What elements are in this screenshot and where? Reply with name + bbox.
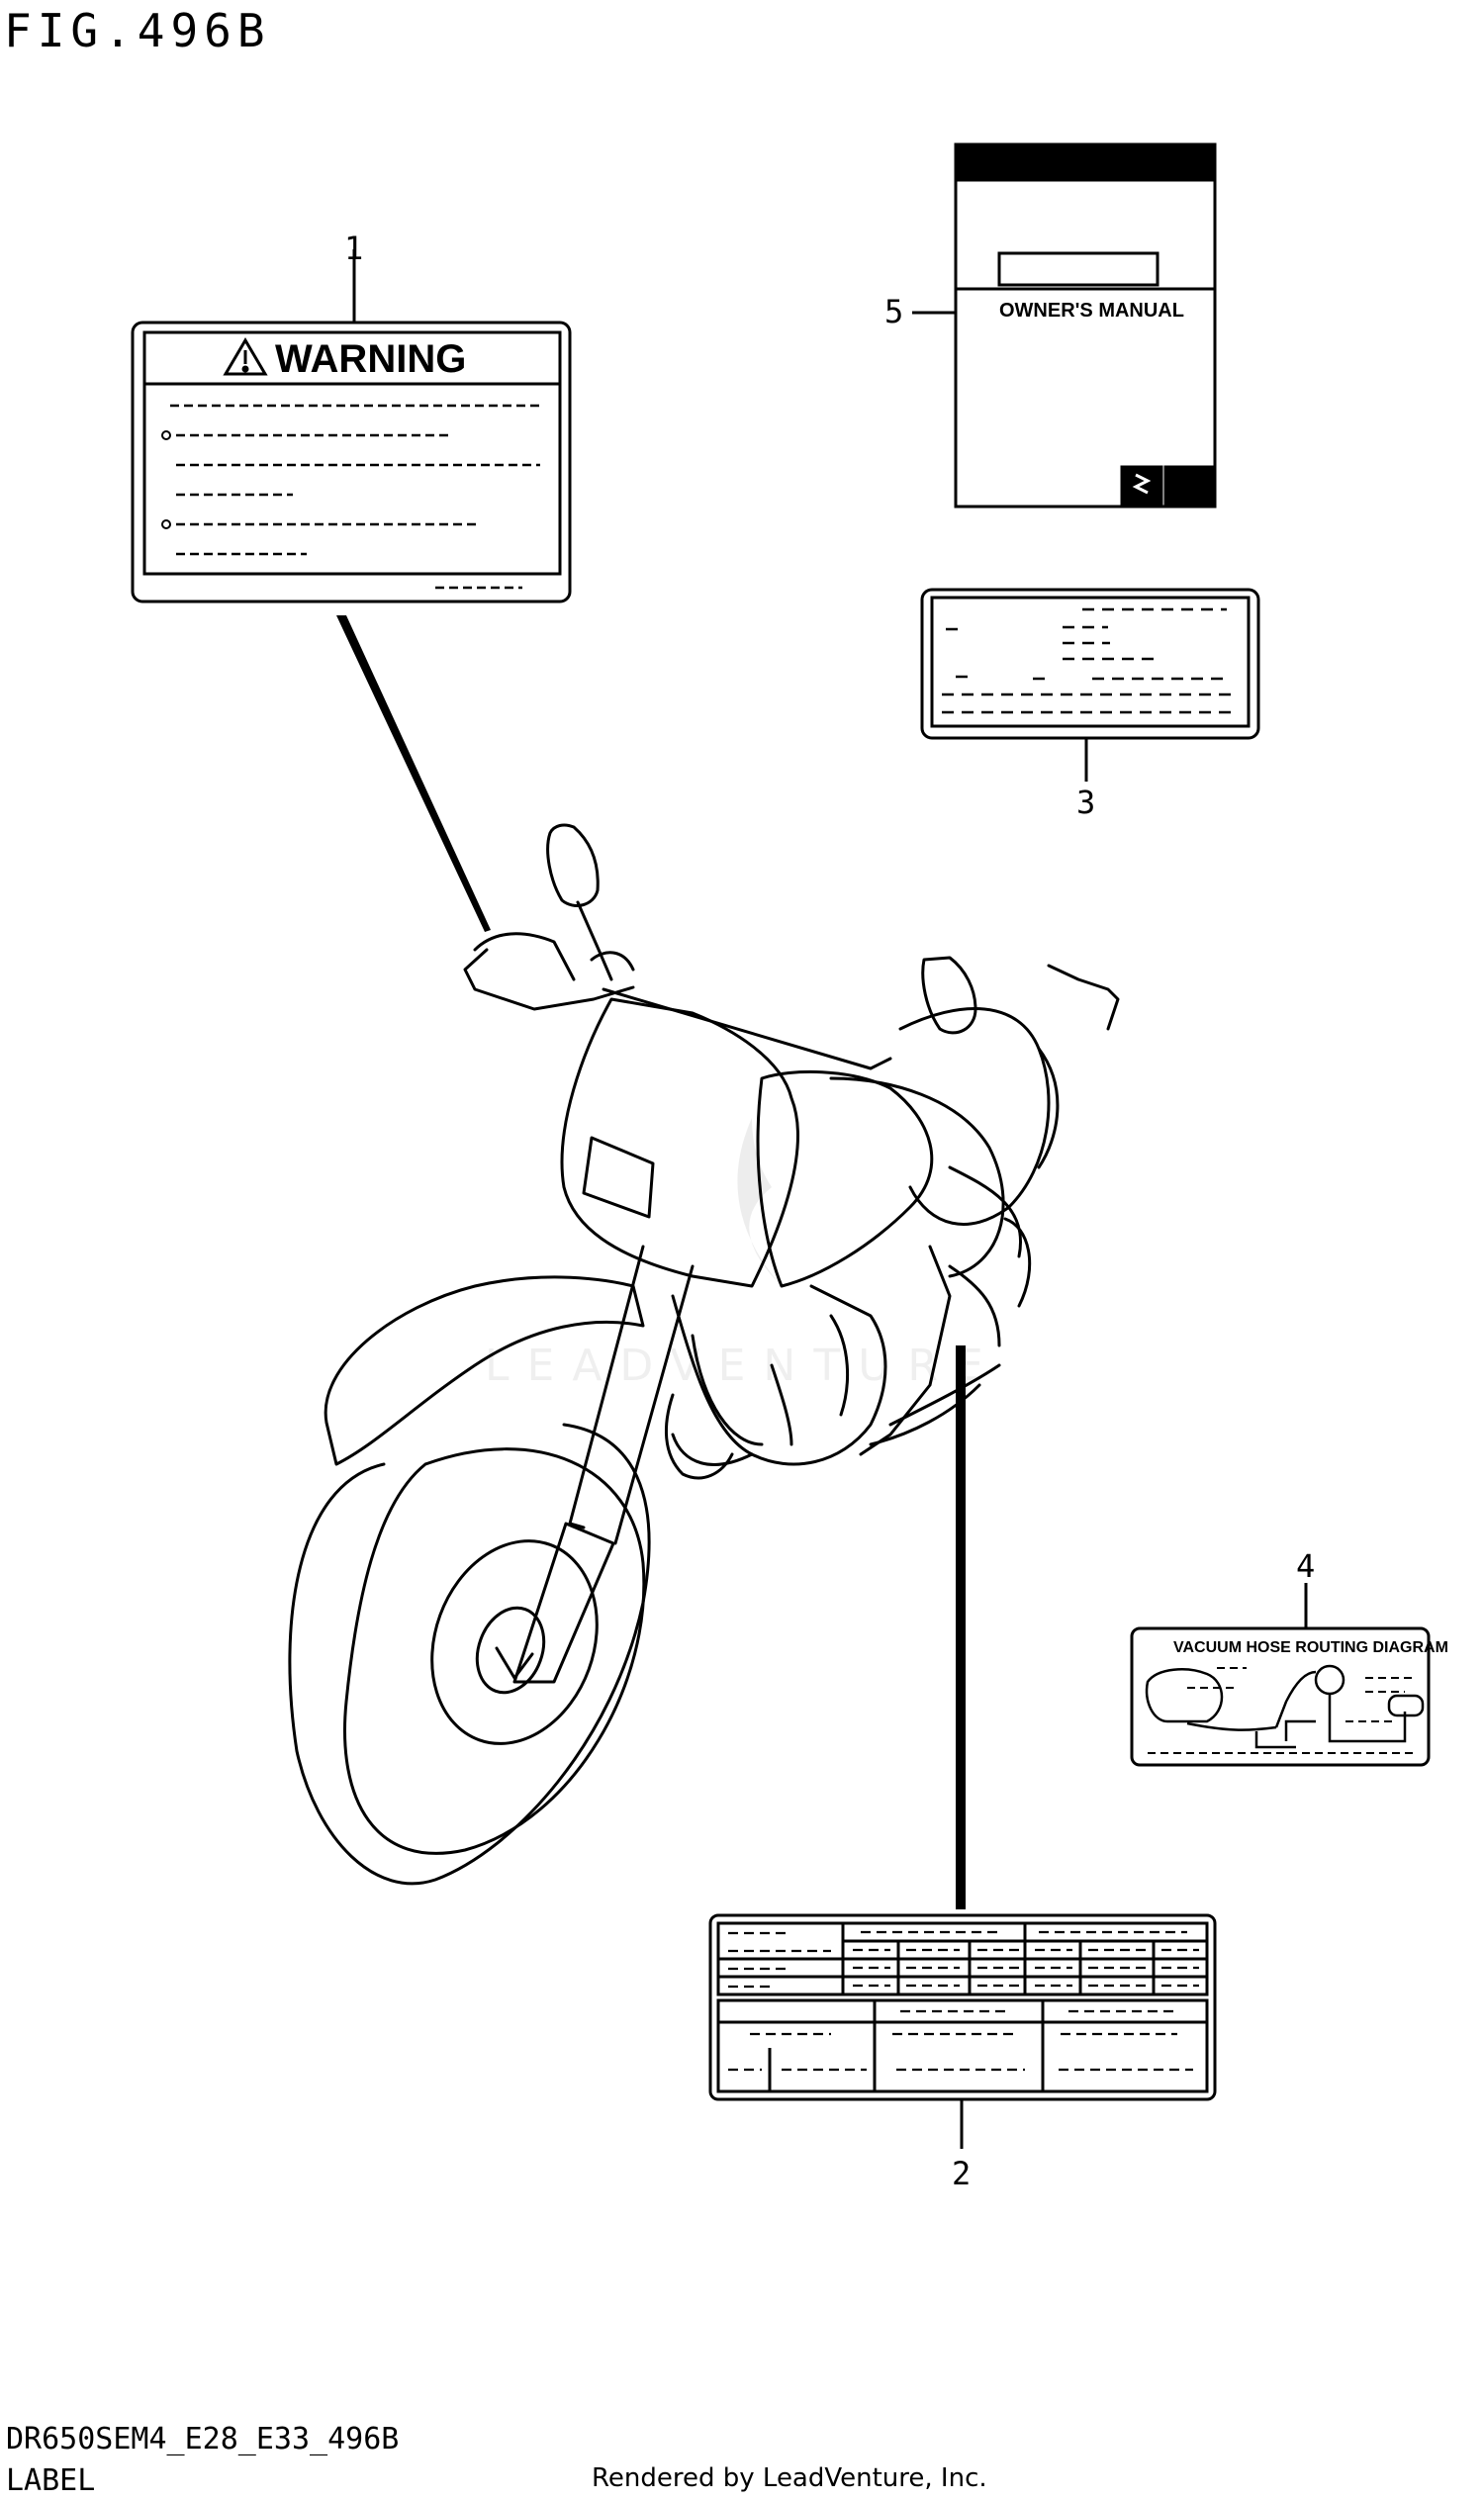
callout-4: 4 xyxy=(1296,1547,1315,1585)
vacuum-title: VACUUM HOSE ROUTING DIAGRAM xyxy=(1173,1639,1448,1656)
watermark: LEADVENTURE xyxy=(485,1118,1001,1391)
figure-code: DR650SEM4_E28_E33_496B xyxy=(6,2422,400,2456)
warning-heading: WARNING xyxy=(275,337,466,381)
render-credit: Rendered by LeadVenture, Inc. xyxy=(592,2463,987,2493)
motorcycle-drawing xyxy=(288,823,1120,1886)
section-label: LABEL xyxy=(6,2463,96,2498)
warning-label-part[interactable]: WARNING xyxy=(131,249,572,603)
info-label-part[interactable] xyxy=(920,588,1260,782)
callout-2: 2 xyxy=(952,2155,971,2192)
callout-1: 1 xyxy=(344,230,363,267)
leader-2 xyxy=(956,1345,966,1909)
suzuki-logo-icon xyxy=(1120,465,1215,507)
owners-manual-part[interactable]: OWNER'S MANUAL xyxy=(912,142,1217,509)
warning-triangle-icon xyxy=(223,337,268,376)
spec-table-label-part[interactable] xyxy=(708,1913,1217,2149)
vacuum-hose-label-part[interactable]: VACUUM HOSE ROUTING DIAGRAM xyxy=(1130,1583,1448,1767)
leader-1 xyxy=(336,615,491,932)
callout-3: 3 xyxy=(1076,784,1095,821)
figure-title: FIG.496B xyxy=(4,4,271,57)
hose-routing-diagram-icon xyxy=(1145,1664,1425,1749)
watermark-text: LEADVENTURE xyxy=(485,1341,1001,1391)
manual-title: OWNER'S MANUAL xyxy=(999,300,1184,322)
callout-5: 5 xyxy=(884,293,903,330)
